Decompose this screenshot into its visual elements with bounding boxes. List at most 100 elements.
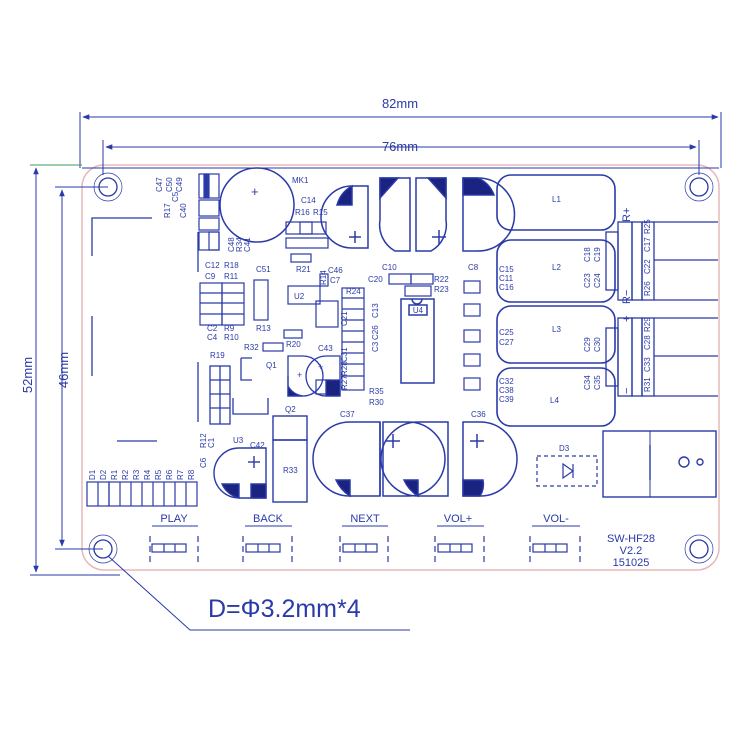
svg-text:C15: C15: [499, 265, 514, 274]
svg-text:R25: R25: [643, 219, 652, 234]
svg-text:R33: R33: [283, 466, 298, 475]
svg-text:C37: C37: [340, 410, 355, 419]
svg-text:MK1: MK1: [292, 176, 309, 185]
electrolytic-capacitors-top: [320, 177, 516, 252]
svg-text:R28: R28: [340, 361, 349, 376]
svg-text:C47: C47: [155, 177, 164, 192]
svg-text:C41: C41: [243, 237, 252, 252]
u3-area: U3 C42 R33 C6 C1 R12: [199, 415, 308, 503]
svg-text:U4: U4: [413, 306, 424, 315]
button-play[interactable]: PLAY: [149, 513, 199, 562]
svg-text:C49: C49: [175, 177, 184, 192]
inner-width-label: 76mm: [382, 139, 418, 154]
labels-upper-left: C47 C50 C49 R17 C5 C40 C48 R34 C41 C14 R…: [155, 177, 328, 274]
button-back[interactable]: BACK: [242, 513, 293, 562]
electrolytic-capacitors-bottom: [312, 421, 518, 498]
svg-text:R23: R23: [434, 285, 449, 294]
small-passives-right-of-u4: [463, 280, 481, 391]
board-info: SW-HF28 V2.2 151025: [607, 533, 655, 569]
svg-text:C28: C28: [643, 335, 652, 350]
svg-text:R29: R29: [643, 317, 652, 332]
svg-text:C35: C35: [593, 375, 602, 390]
r-plus-label: R+: [621, 208, 633, 222]
inductor-labels: L1 L2 L3 L4 C15 C11 C16 C25 C27 C32 C38 …: [499, 195, 602, 405]
svg-text:R30: R30: [369, 398, 384, 407]
svg-text:R9: R9: [224, 324, 235, 333]
svg-text:C25: C25: [499, 328, 514, 337]
dimension-text: 82mm 76mm 52mm 46mm D=Φ3.2mm*4: [20, 96, 418, 623]
svg-text:C8: C8: [468, 263, 479, 272]
svg-text:U2: U2: [294, 292, 305, 301]
board-date: 151025: [613, 557, 650, 569]
board-version: V2.2: [620, 545, 643, 557]
svg-text:D3: D3: [559, 444, 570, 453]
button-play-label: PLAY: [160, 513, 188, 525]
labels-top-caps: C10 C8 C20 R22 R23 C46 C7 R14: [319, 263, 479, 294]
mounting-holes: [88, 172, 714, 564]
svg-text:C24: C24: [593, 273, 602, 288]
svg-text:Q2: Q2: [285, 405, 296, 414]
svg-text:C43: C43: [318, 344, 333, 353]
r-minus-label: R−: [621, 290, 633, 304]
svg-text:D1: D1: [88, 469, 97, 480]
svg-text:C2: C2: [207, 324, 218, 333]
svg-text:R11: R11: [224, 272, 239, 281]
button-vol-down[interactable]: VOL-: [529, 513, 581, 562]
svg-text:R26: R26: [643, 281, 652, 296]
svg-text:R3: R3: [132, 469, 141, 480]
svg-text:C27: C27: [499, 338, 514, 347]
svg-text:C3: C3: [371, 341, 380, 352]
inner-height-label: 46mm: [56, 352, 71, 388]
svg-text:C1: C1: [207, 437, 216, 448]
button-vol-up[interactable]: VOL+: [434, 513, 485, 562]
svg-text:C29: C29: [583, 337, 592, 352]
svg-text:U3: U3: [233, 436, 244, 445]
svg-text:C21: C21: [340, 311, 349, 326]
svg-text:R13: R13: [256, 324, 271, 333]
svg-text:R2: R2: [121, 469, 130, 480]
button-vol-down-label: VOL-: [543, 513, 569, 525]
button-next[interactable]: NEXT: [339, 513, 389, 562]
svg-text:C32: C32: [499, 377, 514, 386]
d1-r8-labels: D1 D2 R1 R2 R3 R4 R5 R6 R7 R8: [88, 469, 196, 480]
svg-text:R34: R34: [235, 237, 244, 252]
button-next-label: NEXT: [350, 513, 380, 525]
d3-diode: D3: [536, 444, 598, 487]
svg-text:R10: R10: [224, 333, 239, 342]
svg-text:C10: C10: [382, 263, 397, 272]
svg-text:C36: C36: [471, 410, 486, 419]
svg-text:C4: C4: [207, 333, 218, 342]
svg-text:C18: C18: [583, 247, 592, 262]
svg-text:C42: C42: [250, 441, 265, 450]
svg-text:R31: R31: [643, 377, 652, 392]
left-module-outline: [91, 217, 199, 442]
svg-text:R17: R17: [163, 203, 172, 218]
button-row: PLAY BACK NEXT: [149, 513, 581, 562]
speaker-output-connectors: [605, 221, 718, 397]
svg-text:D2: D2: [99, 469, 108, 480]
power-connector: [602, 430, 717, 498]
svg-text:Q1: Q1: [266, 361, 277, 370]
svg-text:R32: R32: [244, 343, 259, 352]
svg-text:R27: R27: [340, 375, 349, 390]
svg-text:L3: L3: [552, 325, 561, 334]
svg-text:C38: C38: [499, 386, 514, 395]
svg-text:C12: C12: [205, 261, 220, 270]
svg-text:C13: C13: [371, 303, 380, 318]
svg-text:C17: C17: [643, 237, 652, 252]
svg-text:+: +: [251, 184, 259, 199]
svg-text:C22: C22: [643, 259, 652, 274]
svg-text:L4: L4: [550, 396, 559, 405]
svg-text:L2: L2: [552, 263, 561, 272]
svg-text:C46: C46: [328, 266, 343, 275]
svg-text:R1: R1: [110, 469, 119, 480]
d1-r8-resistor-row: [86, 481, 198, 507]
svg-text:C7: C7: [330, 276, 341, 285]
svg-text:C50: C50: [165, 177, 174, 192]
svg-text:C14: C14: [301, 196, 316, 205]
svg-text:C20: C20: [368, 275, 383, 284]
l-minus-label: −: [621, 388, 633, 394]
svg-text:R12: R12: [199, 433, 208, 448]
svg-text:C16: C16: [499, 283, 514, 292]
